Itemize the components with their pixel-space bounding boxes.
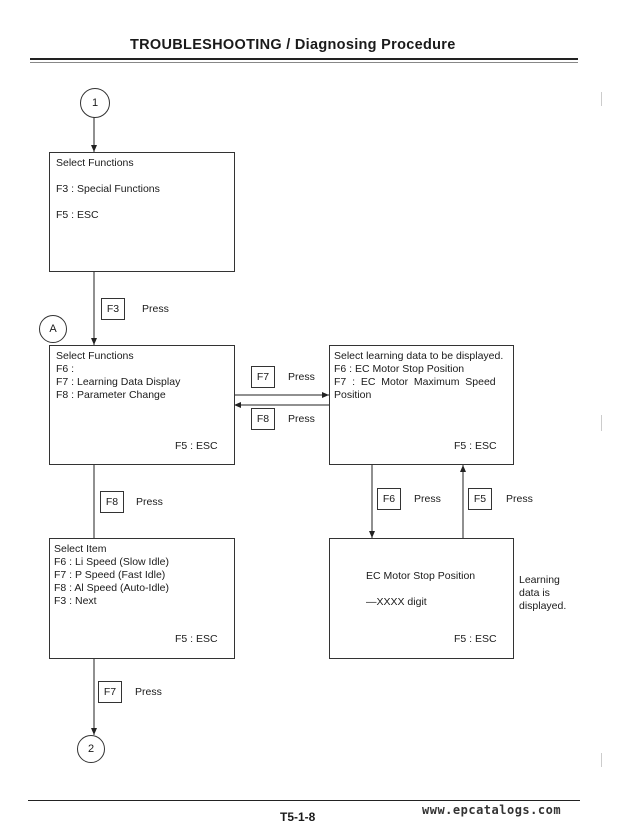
screen-ec-motor-stop-position xyxy=(329,538,514,659)
note-line: Learning xyxy=(519,574,560,586)
screen-select-functions-2 xyxy=(49,345,235,465)
press-label: Press xyxy=(288,371,315,383)
page-title: TROUBLESHOOTING / Diagnosing Procedure xyxy=(130,37,456,53)
menu-option-f6: F6 : EC Motor Stop Position xyxy=(334,363,465,375)
menu-option-f7: F7 : EC Motor Maximum Speed xyxy=(334,376,496,388)
press-label: Press xyxy=(142,303,169,315)
menu-option-esc: F5 : ESC xyxy=(175,440,218,452)
menu-option-f6: F6 : Li Speed (Slow Idle) xyxy=(54,556,169,568)
screen-title: EC Motor Stop Position xyxy=(366,570,476,582)
screen-learning-data-select xyxy=(329,345,514,465)
screen-title: Select Functions xyxy=(56,157,134,169)
menu-option-f3: F3 : Next xyxy=(54,595,97,607)
note-line: displayed. xyxy=(519,600,567,612)
header-rule xyxy=(30,58,578,60)
key-f7: F7 xyxy=(98,681,122,703)
menu-option-f8: F8 : Parameter Change xyxy=(56,389,166,401)
key-f6: F6 xyxy=(377,488,401,510)
press-label: Press xyxy=(414,493,441,505)
connector-end: 2 xyxy=(77,735,105,763)
key-f5: F5 xyxy=(468,488,492,510)
menu-option-f7-cont: Position xyxy=(334,389,372,401)
menu-option-f5: F5 : ESC xyxy=(56,209,99,221)
connector-start: 1 xyxy=(80,88,110,118)
menu-option-f7: F7 : Learning Data Display xyxy=(56,376,181,388)
header-rule-thin xyxy=(30,62,578,63)
watermark: www.epcatalogs.com xyxy=(422,803,562,817)
menu-option-esc: F5 : ESC xyxy=(454,440,497,452)
screen-title: Select Functions xyxy=(56,350,134,362)
digit-readout: —XXXX digit xyxy=(366,596,427,608)
menu-option-f7: F7 : P Speed (Fast Idle) xyxy=(54,569,166,581)
screen-title: Select Item xyxy=(54,543,107,555)
menu-option-f6: F6 : xyxy=(56,363,75,375)
screen-title: Select learning data to be displayed. xyxy=(334,350,504,362)
key-f8: F8 xyxy=(251,408,275,430)
key-f3: F3 xyxy=(101,298,125,320)
key-f8: F8 xyxy=(100,491,124,513)
menu-option-f8: F8 : Al Speed (Auto-Idle) xyxy=(54,582,169,594)
press-label: Press xyxy=(136,496,163,508)
footer-rule xyxy=(28,800,580,801)
screen-select-functions xyxy=(49,152,235,272)
page-number: T5-1-8 xyxy=(280,810,316,824)
press-label: Press xyxy=(288,413,315,425)
note-line: data is xyxy=(519,587,550,599)
connector-loop: A xyxy=(39,315,67,343)
scan-edge-mark xyxy=(601,753,605,767)
press-label: Press xyxy=(506,493,533,505)
screen-select-item xyxy=(49,538,235,659)
scan-edge-mark xyxy=(601,92,605,106)
press-label: Press xyxy=(135,686,162,698)
key-f7: F7 xyxy=(251,366,275,388)
scan-edge-mark xyxy=(601,415,605,431)
menu-option-esc: F5 : ESC xyxy=(175,633,218,645)
menu-option-f3: F3 : Special Functions xyxy=(56,183,160,195)
menu-option-esc: F5 : ESC xyxy=(454,633,497,645)
